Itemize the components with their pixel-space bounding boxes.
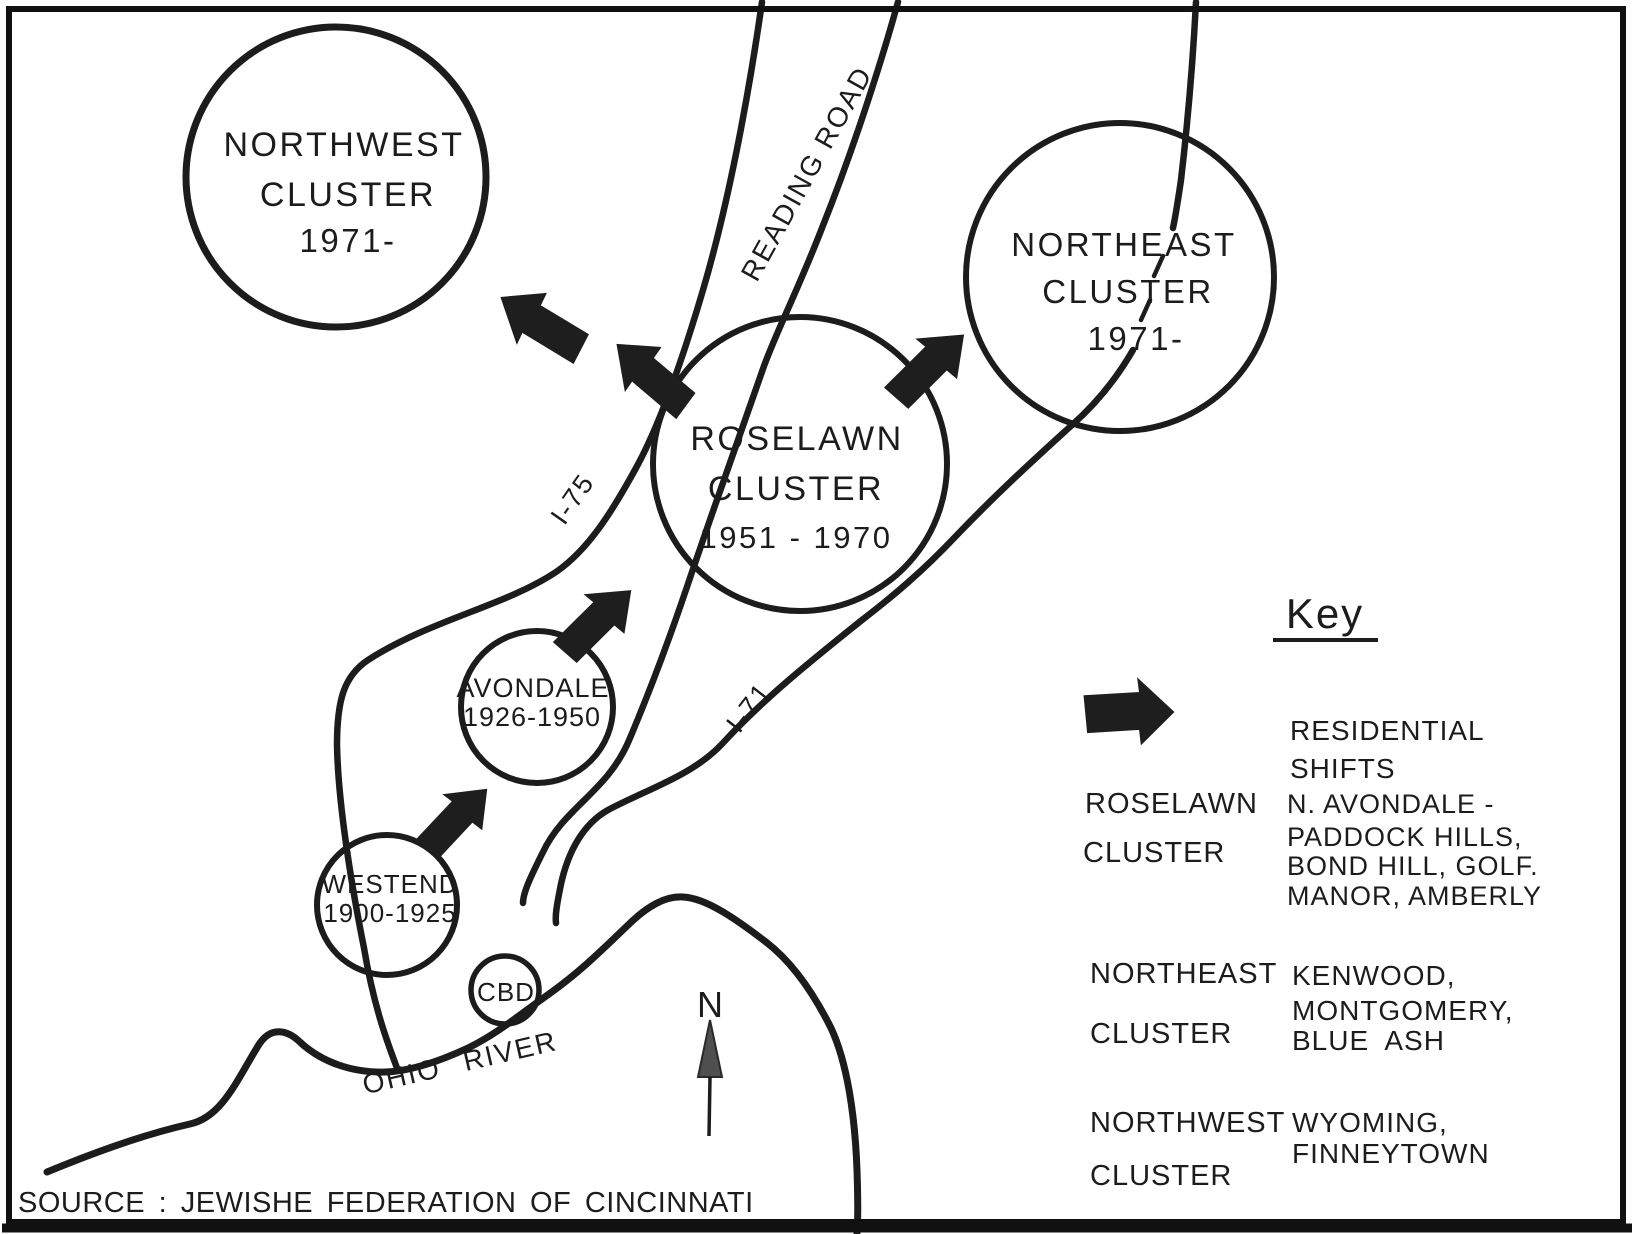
westend-circle: [314, 832, 460, 978]
northeast-cluster-name2: CLUSTER: [1042, 273, 1214, 310]
road-dash: [1138, 297, 1153, 323]
cbd-label: CBD: [477, 977, 535, 1007]
key-residential-line1: RESIDENTIAL: [1290, 715, 1485, 746]
key-northeast-term2: CLUSTER: [1090, 1018, 1232, 1050]
key-northwest-def2: FINNEYTOWN: [1292, 1138, 1490, 1169]
northeast-cluster-circle: [963, 120, 1277, 434]
roselawn-cluster-circle: [650, 314, 950, 614]
key-title: Key: [1286, 590, 1364, 637]
key-roselawn-def4: MANOR, AMBERLY: [1287, 881, 1542, 911]
road-i71-upper: [1169, 0, 1200, 232]
map-border: [6, 6, 1626, 1225]
northwest-cluster-circle: [182, 23, 490, 331]
key-residential-line2: SHIFTS: [1290, 753, 1396, 784]
key-roselawn-def1: N. AVONDALE -: [1287, 789, 1495, 819]
north-compass: N: [696, 984, 724, 1137]
key-northwest-def1: WYOMING,: [1292, 1107, 1448, 1138]
northeast-cluster-period: 1971-: [1088, 320, 1185, 357]
map-key: Key RESIDENTIAL SHIFTS ROSELAWN CLUSTER …: [1083, 590, 1542, 1192]
source-note: SOURCE : JEWISHE FEDERATION OF CINCINNAT…: [18, 1187, 754, 1219]
westend-name: WESTEND: [322, 869, 459, 899]
northeast-cluster-name: NORTHEAST: [1011, 226, 1236, 263]
key-northeast-term1: NORTHEAST: [1090, 958, 1277, 990]
road-i71-lower: [552, 346, 1137, 927]
key-roselawn-def3: BOND HILL, GOLF.: [1287, 851, 1539, 881]
roselawn-cluster-period: 1951 - 1970: [700, 520, 893, 555]
key-roselawn-term1: ROSELAWN: [1085, 788, 1258, 820]
key-northeast-def2: MONTGOMERY,: [1292, 995, 1514, 1026]
ohio-river-line: [43, 893, 862, 1234]
key-northwest-term1: NORTHWEST: [1090, 1107, 1285, 1139]
roselawn-cluster-name: ROSELAWN: [690, 420, 903, 458]
westend-period: 1900-1925: [323, 898, 456, 928]
cbd-circle: [468, 953, 542, 1027]
key-roselawn-term2: CLUSTER: [1083, 837, 1225, 869]
north-arrow-shaft: [707, 1076, 712, 1137]
key-northeast-def1: KENWOOD,: [1292, 960, 1456, 991]
road-i75: [333, 0, 766, 1072]
northwest-cluster-period: 1971-: [300, 222, 397, 259]
avondale-circle: [458, 628, 616, 786]
avondale-name: AVONDALE: [456, 673, 609, 703]
road-dash: [1151, 253, 1166, 279]
northwest-cluster-name2: CLUSTER: [260, 176, 436, 214]
key-roselawn-def2: PADDOCK HILLS,: [1287, 822, 1523, 852]
roselawn-cluster-name2: CLUSTER: [708, 470, 884, 508]
key-northeast-def3: BLUE ASH: [1292, 1025, 1445, 1056]
avondale-period: 1926-1950: [463, 702, 601, 732]
north-label: N: [697, 984, 723, 1025]
northwest-cluster-name: NORTHWEST: [224, 126, 465, 164]
road-reading: [519, 0, 902, 907]
key-northwest-term2: CLUSTER: [1090, 1160, 1232, 1192]
